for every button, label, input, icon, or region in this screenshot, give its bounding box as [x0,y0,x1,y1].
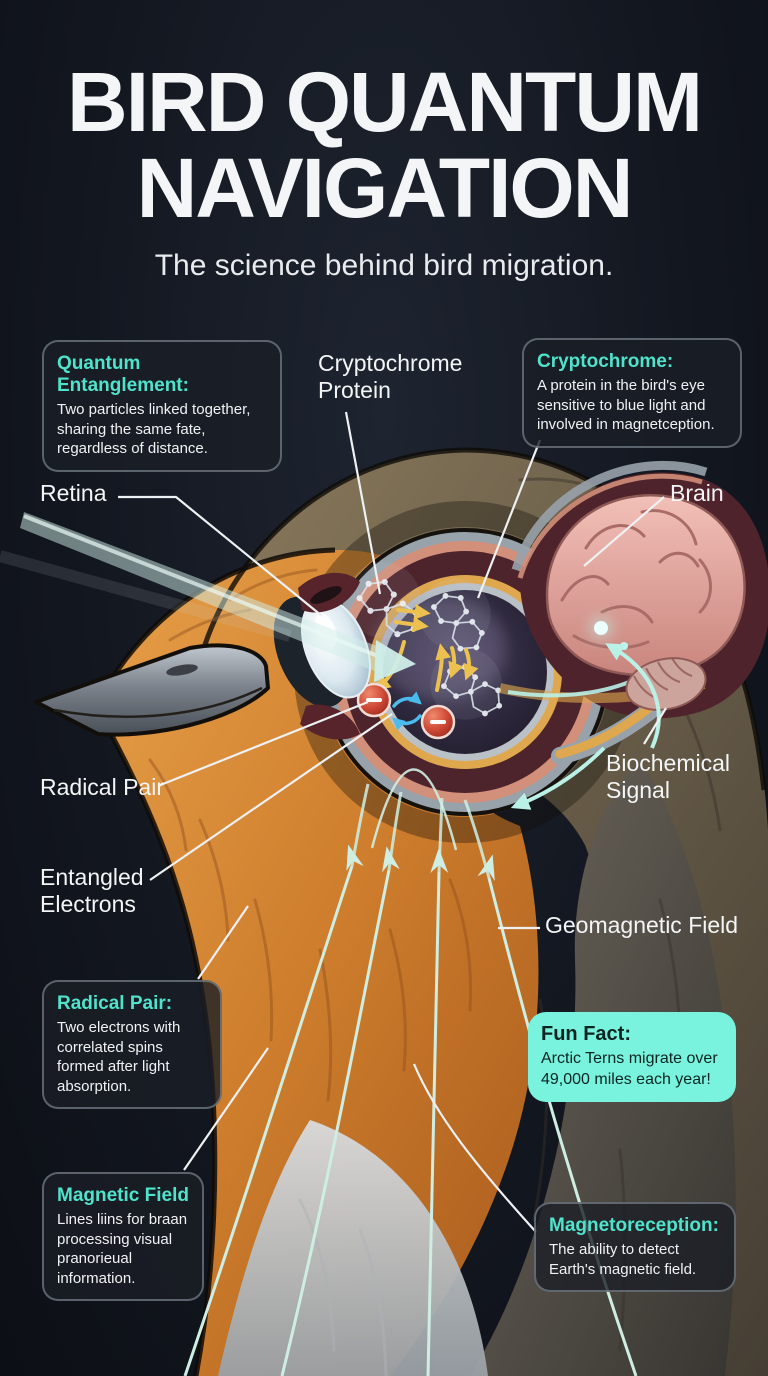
callout-title: Radical Pair: [57,993,173,1014]
callout-radical-pair: Radical Pair: Two electrons with correla… [42,980,222,1109]
callout-quantum-entanglement: Quantum Entanglement: Two particles link… [42,340,282,472]
light-beam [0,512,416,682]
electron-icon [356,682,392,718]
callout-body: Arctic Terns migrate over 49,000 miles e… [541,1050,718,1088]
label-retina: Retina [40,480,107,506]
light-beam-arrowhead [374,640,416,682]
leader-lines [118,411,667,1233]
callout-body: Two electrons with correlated spins form… [57,1019,181,1095]
leader-brain [583,496,665,567]
signal-glow-dot [594,621,608,635]
callout-magnetic-field: Magnetic Field Lines liins for braan pro… [42,1172,204,1301]
nostril [166,664,198,676]
label-entangled-electrons: Entangled Electrons [40,864,144,917]
callout-fun-fact: Fun Fact: Arctic Terns migrate over 49,0… [528,1012,736,1102]
page-title-line2: NAVIGATION [136,140,634,235]
label-radical-pair: Radical Pair [40,774,164,800]
entanglement-squiggle-icon [392,691,422,731]
callout-title: Magnetoreception: [549,1215,719,1236]
leader-magnetic-field-box [183,1047,269,1171]
brain-shape [545,494,746,677]
leader-biochemical-signal [643,707,667,745]
callout-magnetoreception: Magnetoreception: The ability to detect … [534,1202,736,1292]
title-block: BIRD QUANTUM NAVIGATION The science behi… [0,55,768,283]
label-biochemical-signal: Biochemical Signal [606,750,730,803]
electron-icon [420,704,456,740]
page-subtitle: The science behind bird migration. [154,249,614,283]
cerebellum-shape [625,657,707,711]
label-brain: Brain [670,480,724,506]
callout-body: A protein in the bird's eye sensitive to… [537,377,715,433]
field-parabola [370,768,458,851]
callout-title: Cryptochrome: [537,351,674,372]
eyelid-bottom [300,704,360,740]
callout-title: Fun Fact: [541,1023,631,1045]
leader-radical-pair [157,700,369,788]
brain-cutaway [498,460,768,765]
eye-cutaway [273,501,636,843]
callout-cryptochrome: Cryptochrome: A protein in the bird's ey… [522,338,742,448]
callout-body: Two particles linked together, sharing t… [57,401,251,457]
callout-title: Quantum Entanglement: [57,353,189,396]
leader-cryptochrome-protein [344,411,382,595]
callout-title: Magnetic Field [57,1185,189,1206]
field-line-arrowheads [346,844,495,881]
callout-body: Lines liins for braan processing visual … [57,1211,188,1287]
callout-body: The ability to detect Earth's magnetic f… [549,1241,697,1278]
feather-strokes-orange [148,568,473,1102]
leader-radical-pair-box [197,905,249,980]
feather-strokes-belly [298,1198,388,1376]
label-geomagnetic-field: Geomagnetic Field [545,912,739,938]
leader-magnetoreception-box [412,1063,537,1233]
label-cryptochrome-protein: Cryptochrome Protein [318,350,463,403]
biochemical-signal-arrows [510,643,661,810]
leader-entangled-electrons [149,713,393,881]
leader-cryptochrome-box [476,439,542,599]
leader-retina [118,495,323,617]
page-title-line1: BIRD QUANTUM [67,55,703,149]
beak-shape [34,643,270,737]
